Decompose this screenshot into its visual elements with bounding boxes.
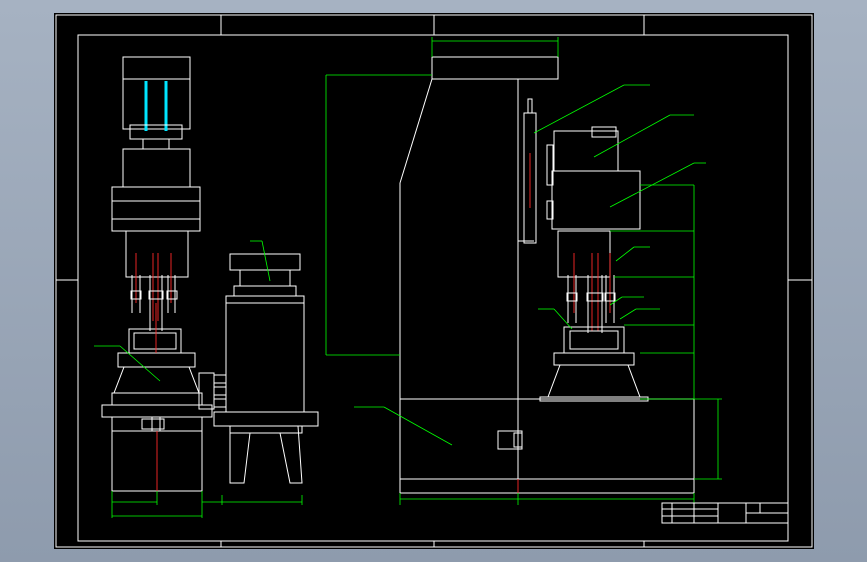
sheet-outer-border <box>55 14 813 548</box>
machine-base <box>399 398 695 494</box>
column-head <box>399 56 559 399</box>
machine-dimensions <box>325 37 722 505</box>
machine-view <box>325 37 722 505</box>
machine-callouts <box>354 84 706 446</box>
front-view-fixture <box>111 303 203 406</box>
front-view <box>94 56 303 518</box>
callout-fixture <box>94 345 161 382</box>
front-view-base <box>101 404 213 492</box>
machine-fixture <box>539 326 649 402</box>
front-view-dimensions <box>111 491 303 518</box>
callout-side-spindle <box>250 240 271 282</box>
drawing-canvas[interactable] <box>54 13 814 549</box>
front-view-drills <box>130 253 178 331</box>
border-ticks <box>56 15 812 547</box>
front-view-spindle-box <box>111 186 201 278</box>
side-view <box>198 240 319 484</box>
sheet-inner-border <box>77 34 789 542</box>
technical-drawing <box>55 14 813 548</box>
title-block <box>661 502 789 524</box>
front-view-cylinder <box>122 56 191 188</box>
machine-drills <box>566 253 616 333</box>
motor-housing <box>551 126 641 278</box>
